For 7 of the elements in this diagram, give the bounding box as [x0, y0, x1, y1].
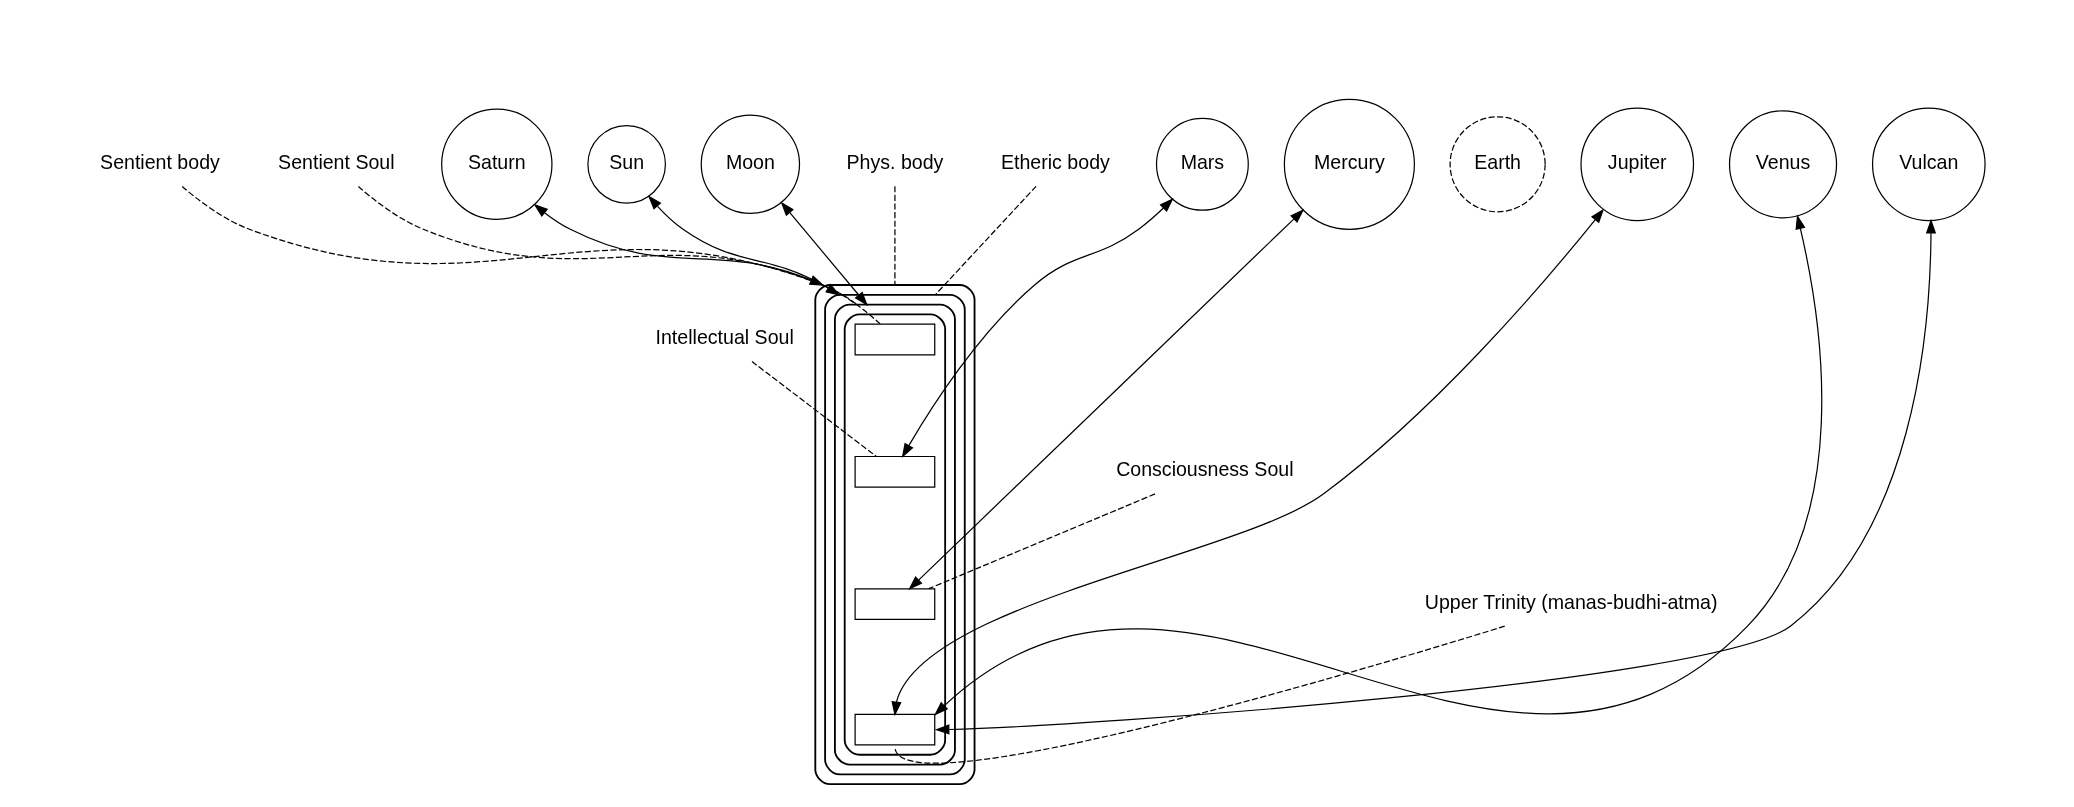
node-text: Consciousness Soul — [1116, 458, 1294, 481]
node-text: Phys. body — [846, 150, 944, 173]
node-text: Upper Trinity (manas-budhi-atma) — [1424, 590, 1718, 613]
node-text: Sentient body — [100, 150, 220, 173]
node-text: Sentient Soul — [278, 150, 395, 173]
node-text: Intellectual Soul — [655, 326, 794, 349]
node-text: Etheric body — [1000, 150, 1110, 173]
